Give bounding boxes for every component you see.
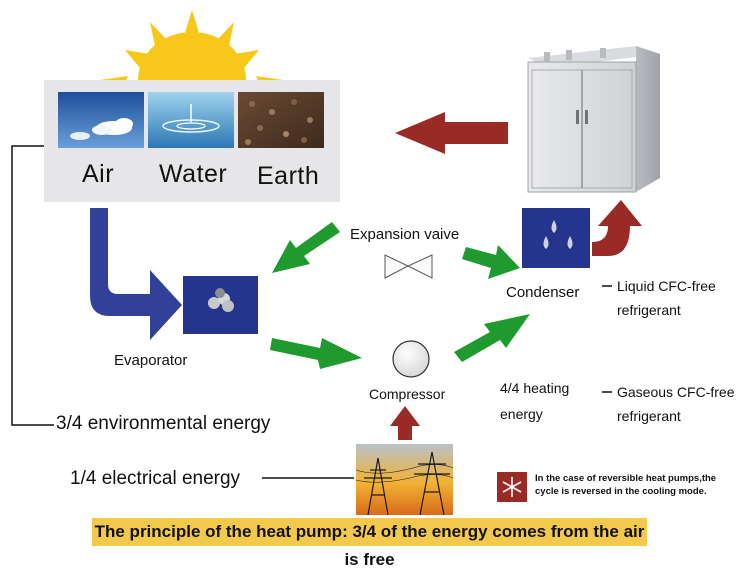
gaseous-refrigerant-line1: Gaseous CFC-free [617, 384, 735, 400]
heat-pump-diagram [11, 10, 660, 516]
condenser-box [522, 208, 590, 268]
sun-icon [100, 10, 283, 84]
green-arrow-evaporator-to-compressor [270, 338, 362, 369]
red-heat-arrow [395, 112, 508, 154]
earth-photo [238, 92, 324, 148]
green-arrow-valve-to-evaporator [272, 222, 340, 273]
heating-energy-line2: energy [500, 406, 543, 422]
environmental-energy-bracket [11, 145, 54, 426]
red-curved-arrow [592, 200, 642, 256]
liquid-refrigerant-line1: Liquid CFC-free [617, 278, 716, 294]
liquid-refrigerant-line2: refrigerant [617, 302, 681, 318]
compressor-label: Compressor [369, 386, 446, 402]
green-arrow-compressor-to-condenser [454, 314, 530, 362]
evaporator-box [183, 276, 258, 334]
earth-label: Earth [257, 162, 320, 190]
power-pylons-image [355, 444, 454, 516]
snowflake-icon [497, 472, 527, 502]
electrical-energy-label: 1/4 electrical energy [70, 468, 241, 489]
expansion-valve-icon [384, 254, 433, 279]
compressor-icon [392, 340, 430, 378]
energy-sources-card: Air Water Earth [44, 80, 340, 202]
reversible-note: In the case of reversible heat pumps,the… [535, 473, 717, 497]
cabinet-image [527, 46, 660, 193]
water-photo [148, 92, 234, 148]
air-photo [58, 92, 144, 148]
red-up-arrow [390, 406, 420, 440]
heating-energy-line1: 4/4 heating [500, 380, 570, 396]
expansion-valve-label: Expansion vaive [350, 226, 460, 243]
principle-banner: The principle of the heat pump: 3/4 of t… [92, 518, 647, 569]
evaporator-label: Evaporator [114, 352, 188, 369]
condenser-label: Condenser [506, 284, 580, 301]
water-label: Water [159, 160, 228, 188]
gaseous-refrigerant-line2: refrigerant [617, 408, 681, 424]
blue-flow-arrow [90, 208, 182, 340]
air-label: Air [82, 160, 115, 188]
green-arrow-valve-to-condenser [462, 245, 520, 279]
environmental-energy-label: 3/4 environmental energy [56, 413, 271, 434]
